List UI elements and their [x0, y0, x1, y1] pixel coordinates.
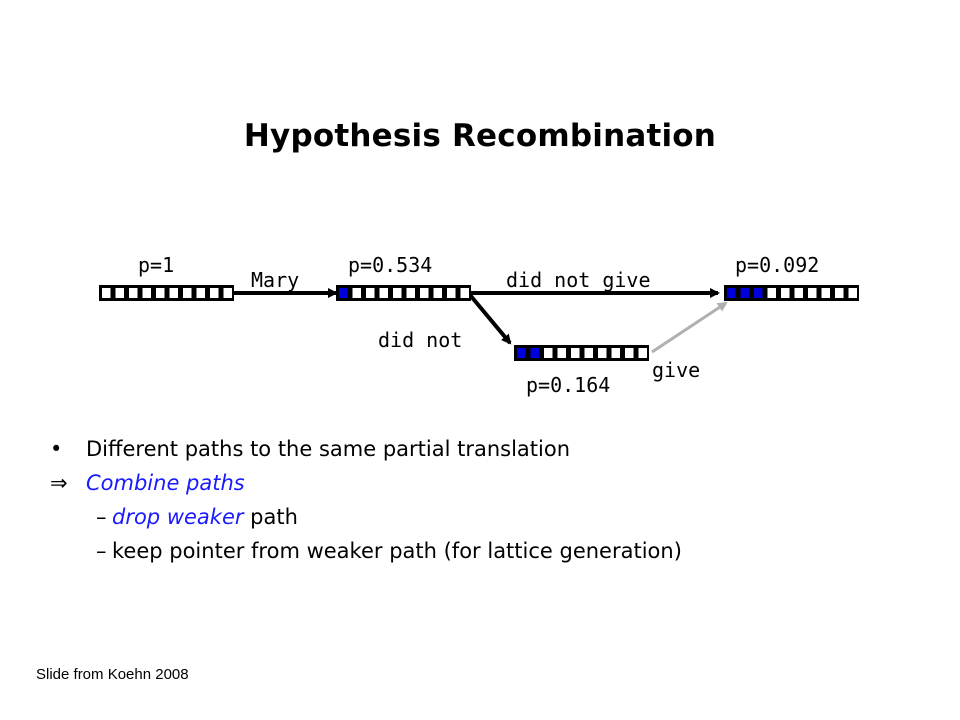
coverage-cell-empty: [625, 348, 634, 358]
dash-marker: –: [96, 539, 107, 563]
coverage-cell-empty: [379, 288, 388, 298]
coverage-cell-covered: [530, 348, 539, 358]
plain-text: path: [243, 505, 298, 529]
coverage-cell-empty: [156, 288, 165, 298]
prob-label-n0: p=1: [138, 253, 174, 277]
coverage-cell-covered: [727, 288, 736, 298]
emphasis-text: drop weaker: [112, 505, 244, 529]
coverage-cell-empty: [210, 288, 219, 298]
sub-item-drop: – drop weaker path: [50, 500, 910, 534]
coverage-cell-empty: [366, 288, 375, 298]
slide-title: Hypothesis Recombination: [243, 118, 717, 154]
coverage-cell-empty: [102, 288, 111, 298]
coverage-cell-empty: [406, 288, 415, 298]
coverage-cell-empty: [352, 288, 361, 298]
prob-label-n3: p=0.164: [526, 373, 610, 397]
bullet-item: • Different paths to the same partial tr…: [50, 432, 910, 466]
coverage-cell-covered: [517, 348, 526, 358]
coverage-cell-empty: [821, 288, 830, 298]
coverage-cell-empty: [433, 288, 442, 298]
coverage-cell-empty: [129, 288, 138, 298]
coverage-cell-empty: [183, 288, 192, 298]
sub-item-text: drop weaker path: [112, 500, 298, 534]
implies-arrow-icon: ⇒: [50, 471, 68, 495]
sub-item-text: keep pointer from weaker path (for latti…: [112, 539, 682, 563]
coverage-cell-empty: [584, 348, 593, 358]
source-credit: Slide from Koehn 2008: [36, 666, 189, 683]
coverage-cell-empty: [223, 288, 232, 298]
coverage-cell-empty: [794, 288, 803, 298]
coverage-cell-empty: [848, 288, 857, 298]
coverage-cell-empty: [781, 288, 790, 298]
dash-marker: –: [96, 505, 107, 529]
edge-give: [651, 301, 728, 354]
coverage-cell-empty: [571, 348, 580, 358]
coverage-cell-covered: [740, 288, 749, 298]
coverage-cell-empty: [447, 288, 456, 298]
coverage-vector-n2: [724, 285, 859, 301]
coverage-cell-empty: [557, 348, 566, 358]
sub-item-keep: – keep pointer from weaker path (for lat…: [50, 534, 910, 568]
coverage-cell-empty: [460, 288, 469, 298]
implication-item: ⇒ Combine paths: [50, 466, 910, 500]
edge-label-mary: Mary: [251, 268, 299, 292]
coverage-cell-empty: [169, 288, 178, 298]
coverage-cell-empty: [598, 348, 607, 358]
coverage-cell-empty: [638, 348, 647, 358]
prob-label-n2: p=0.092: [735, 253, 819, 277]
coverage-cell-empty: [393, 288, 402, 298]
bullet-list: • Different paths to the same partial tr…: [50, 432, 910, 568]
bullet-dot: •: [50, 437, 63, 461]
coverage-cell-empty: [544, 348, 553, 358]
coverage-cell-empty: [767, 288, 776, 298]
edge-label-give: give: [652, 358, 700, 382]
edge-label-did-not-give: did not give: [506, 268, 651, 292]
prob-label-n1: p=0.534: [348, 253, 432, 277]
bullet-text: Different paths to the same partial tran…: [86, 437, 571, 461]
coverage-cell-empty: [196, 288, 205, 298]
coverage-cell-empty: [808, 288, 817, 298]
coverage-cell-empty: [835, 288, 844, 298]
coverage-vector-n0: [99, 285, 234, 301]
coverage-vector-n1: [336, 285, 471, 301]
coverage-cell-empty: [611, 348, 620, 358]
edge-label-did-not: did not: [378, 328, 462, 352]
coverage-vector-n3: [514, 345, 649, 361]
coverage-cell-empty: [420, 288, 429, 298]
implication-text: Combine paths: [86, 471, 245, 495]
coverage-cell-empty: [115, 288, 124, 298]
coverage-cell-covered: [339, 288, 348, 298]
edge-did-not: [468, 293, 512, 345]
coverage-cell-covered: [754, 288, 763, 298]
coverage-cell-empty: [142, 288, 151, 298]
